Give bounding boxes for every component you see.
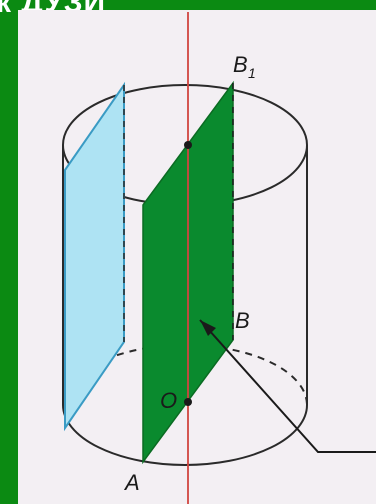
bottom-base-front-arc — [62, 404, 308, 466]
label-a: A — [123, 470, 140, 495]
top-center-point — [184, 141, 192, 149]
pointer-line — [199, 319, 376, 453]
point-o — [184, 398, 192, 406]
blue-section-rectangle — [64, 81, 125, 432]
label-b1: B — [233, 52, 248, 77]
pointer-arrowhead — [200, 320, 216, 336]
label-o: O — [160, 388, 177, 413]
label-b: B — [235, 308, 250, 333]
label-b1-subscript: 1 — [248, 65, 256, 81]
